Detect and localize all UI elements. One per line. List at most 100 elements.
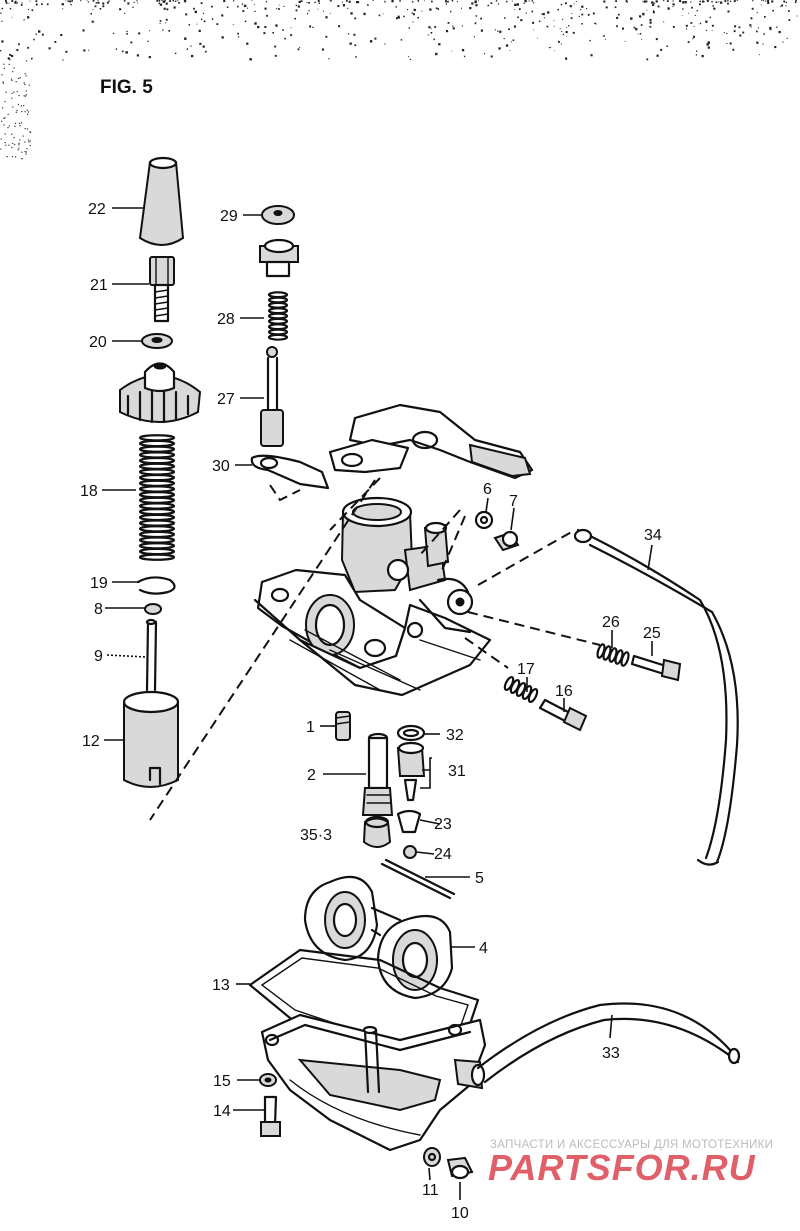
noise-speck: [274, 54, 277, 57]
noise-speck: [41, 3, 43, 5]
noise-speck: [329, 0, 331, 2]
spring-26-coil: [620, 651, 630, 667]
spring-18-coil: [138, 451, 176, 459]
noise-speck: [679, 0, 682, 3]
noise-speck: [337, 5, 340, 8]
noise-speck: [645, 0, 648, 3]
noise-speck: [28, 8, 30, 10]
noise-speck: [322, 10, 324, 12]
noise-speck: [471, 2, 474, 5]
noise-speck: [702, 0, 705, 3]
noise-speck: [751, 7, 754, 10]
noise-speck: [685, 24, 688, 27]
noise-speck: [505, 44, 509, 47]
noise-speck: [709, 16, 711, 19]
noise-speck: [417, 0, 420, 2]
noise-speck: [625, 0, 628, 2]
part-30-bracket: [250, 454, 330, 502]
noise-speck: [19, 139, 21, 141]
noise-speck: [165, 22, 166, 24]
noise-speck: [435, 7, 438, 9]
noise-speck: [760, 4, 762, 6]
noise-speck: [357, 1, 360, 4]
noise-speck: [499, 32, 501, 34]
noise-speck: [690, 1, 692, 3]
noise-speck: [2, 81, 4, 83]
part-31-needle-valve-seat: [396, 741, 426, 802]
noise-speck: [431, 0, 433, 3]
spring-18-coil: [138, 536, 176, 544]
noise-speck: [711, 30, 713, 31]
noise-speck: [123, 0, 126, 2]
noise-speck: [318, 2, 320, 4]
noise-speck: [411, 12, 414, 14]
noise-speck: [694, 14, 696, 16]
noise-speck: [25, 90, 27, 92]
noise-speck: [347, 7, 349, 9]
noise-speck: [651, 1, 654, 4]
noise-speck: [3, 67, 5, 69]
noise-speck: [297, 5, 300, 8]
noise-speck: [124, 12, 126, 14]
noise-speck: [354, 44, 357, 47]
noise-speck: [298, 0, 301, 4]
noise-speck: [796, 15, 798, 17]
noise-speck: [253, 3, 255, 5]
noise-speck: [11, 133, 13, 135]
noise-speck: [102, 5, 105, 8]
noise-speck: [586, 8, 588, 10]
noise-speck: [706, 0, 709, 2]
part-33-hose: [573, 528, 739, 866]
spring-28-coil: [267, 328, 289, 336]
noise-speck: [28, 141, 30, 143]
noise-speck: [771, 0, 774, 3]
noise-speck: [4, 133, 6, 135]
noise-speck: [184, 37, 187, 40]
noise-speck: [20, 4, 23, 6]
noise-speck: [15, 111, 17, 113]
noise-speck: [682, 1, 685, 3]
noise-speck: [595, 23, 597, 25]
noise-speck: [427, 34, 429, 36]
noise-speck: [38, 30, 41, 33]
noise-speck: [505, 0, 508, 3]
noise-speck: [148, 56, 151, 59]
noise-speck: [688, 12, 690, 14]
noise-speck: [295, 9, 298, 12]
noise-speck: [587, 13, 590, 16]
noise-speck: [363, 12, 366, 16]
noise-speck: [24, 151, 26, 153]
noise-speck: [732, 48, 735, 51]
noise-speck: [460, 7, 462, 9]
noise-speck: [400, 39, 403, 41]
noise-speck: [603, 0, 606, 3]
noise-speck: [715, 1, 718, 3]
noise-speck: [701, 0, 704, 2]
noise-speck: [774, 46, 777, 49]
noise-speck: [264, 26, 267, 28]
noise-speck: [590, 54, 593, 57]
callout-16: 16: [555, 683, 573, 700]
noise-speck: [165, 2, 168, 5]
noise-speck: [473, 36, 475, 38]
noise-speck: [132, 6, 134, 8]
noise-speck: [202, 12, 204, 14]
noise-speck: [246, 7, 248, 9]
noise-speck: [497, 30, 499, 32]
noise-speck: [407, 9, 409, 11]
noise-speck: [13, 67, 15, 69]
part-4-float: [303, 875, 454, 1000]
noise-speck: [706, 43, 709, 46]
noise-speck: [14, 143, 16, 146]
noise-speck: [136, 0, 138, 2]
part-8-needle-clip: [144, 603, 162, 615]
noise-speck: [191, 54, 194, 58]
noise-speck: [553, 25, 555, 27]
noise-speck: [0, 12, 2, 14]
noise-speck: [137, 2, 139, 4]
part-11-washer: [423, 1147, 441, 1167]
noise-speck: [23, 105, 25, 107]
noise-speck: [663, 21, 665, 23]
callout-29: 29: [220, 208, 238, 225]
noise-speck: [445, 0, 448, 3]
